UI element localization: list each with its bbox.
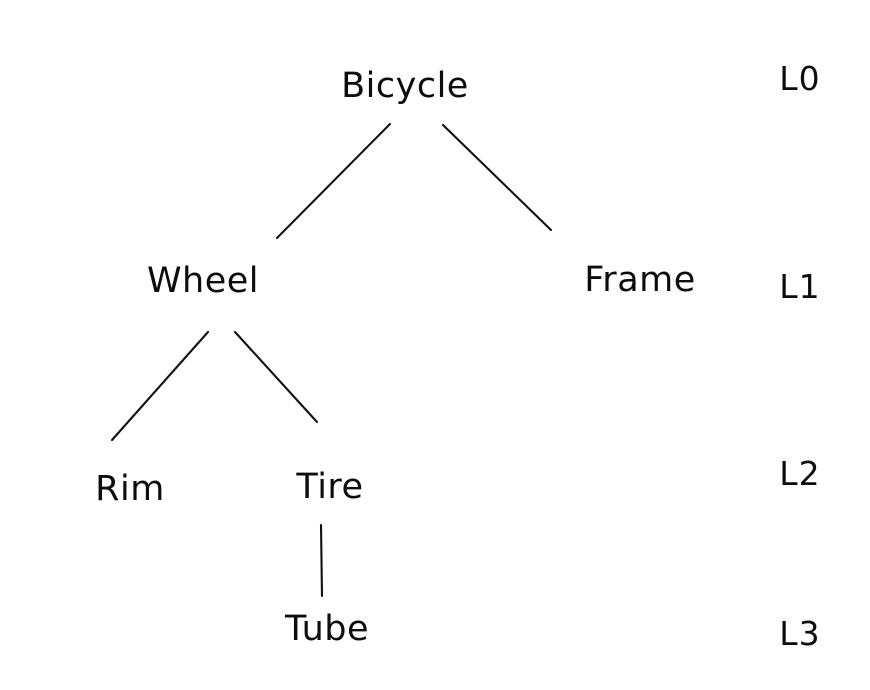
edge-tire-tube	[319, 523, 324, 598]
node-group: Bicycle Wheel Frame Rim Tire Tube	[95, 66, 696, 649]
level-label-group: L0 L1 L2 L3	[779, 59, 820, 653]
node-wheel[interactable]: Wheel	[147, 261, 259, 301]
node-tire[interactable]: Tire	[295, 467, 363, 507]
node-bicycle[interactable]: Bicycle	[341, 66, 469, 106]
level-label-l0: L0	[779, 59, 820, 98]
level-label-l3: L3	[779, 614, 820, 653]
edge-bicycle-frame	[441, 123, 553, 232]
edge-wheel-rim	[110, 330, 210, 442]
edge-group	[110, 122, 553, 598]
edge-bicycle-wheel	[275, 122, 392, 240]
node-frame[interactable]: Frame	[584, 260, 696, 300]
level-label-l2: L2	[779, 454, 820, 493]
level-label-l1: L1	[779, 267, 820, 306]
node-tube[interactable]: Tube	[284, 609, 369, 649]
edge-wheel-tire	[233, 330, 319, 424]
node-rim[interactable]: Rim	[95, 469, 165, 509]
